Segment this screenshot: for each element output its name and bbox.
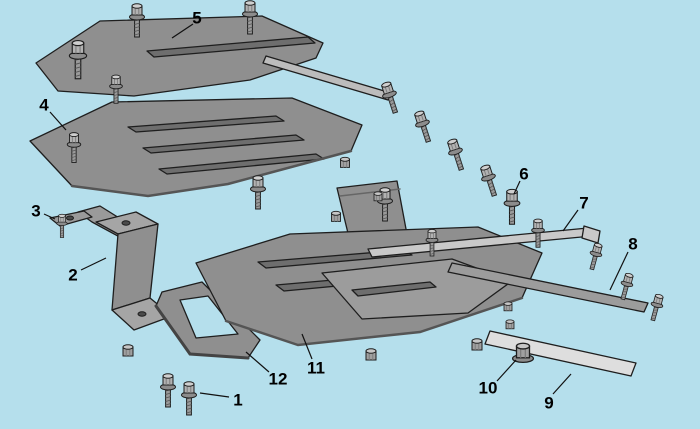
callout-leader-4 xyxy=(49,111,67,131)
bolt-icon xyxy=(480,164,498,197)
callout-label-9: 9 xyxy=(544,394,553,413)
flange-nut-icon xyxy=(511,342,535,363)
callout-leader-8 xyxy=(609,251,629,291)
nut-icon xyxy=(122,344,134,357)
bolt-icon xyxy=(68,39,88,80)
plate-5 xyxy=(35,15,324,97)
callout-label-10: 10 xyxy=(479,379,498,398)
callout-label-2: 2 xyxy=(68,266,77,285)
bracket-12-cutout xyxy=(179,295,239,339)
bolt-icon xyxy=(381,81,399,114)
nut-icon xyxy=(365,348,377,361)
nut-icon xyxy=(373,191,383,202)
bolt-icon xyxy=(503,188,521,225)
bolt-icon xyxy=(650,293,664,322)
plate-4-slot-b xyxy=(142,134,305,154)
bolt-icon xyxy=(620,272,634,301)
bolt-icon xyxy=(181,381,197,416)
bolt-icon xyxy=(589,242,603,271)
plate-4-slot-a xyxy=(127,115,285,133)
plate-11-overlay-slot xyxy=(351,281,437,297)
bolt-icon xyxy=(66,132,82,163)
callout-leader-1 xyxy=(199,392,230,398)
callout-leader-9 xyxy=(552,373,572,395)
bracket-2-web xyxy=(111,223,159,311)
bracket-12-base-edge xyxy=(154,304,250,360)
callout-leader-7 xyxy=(562,209,579,232)
bolt-icon xyxy=(425,229,439,257)
plate-11-edge xyxy=(224,296,524,347)
callout-label-8: 8 xyxy=(628,235,637,254)
bracket-2-hole-bottom xyxy=(137,311,147,317)
part-3-hole xyxy=(66,215,74,221)
callout-leader-12 xyxy=(245,351,270,373)
nut-icon xyxy=(331,210,341,222)
plate-5-slot xyxy=(146,36,316,58)
bolt-icon xyxy=(447,138,465,171)
plate-4-edge xyxy=(70,149,353,198)
bolt-icon xyxy=(250,175,266,210)
callout-leader-11 xyxy=(301,333,313,360)
callout-label-4: 4 xyxy=(39,96,49,115)
callout-label-3: 3 xyxy=(31,202,40,221)
bolt-icon xyxy=(56,213,68,238)
nut-icon xyxy=(340,156,350,168)
callout-leader-10 xyxy=(496,359,517,382)
bolt-icon xyxy=(531,218,545,248)
callout-label-5: 5 xyxy=(192,9,201,28)
callout-leader-3 xyxy=(43,213,56,220)
bolt-icon xyxy=(160,373,176,408)
bolt-icon xyxy=(242,0,258,35)
bolt-icon xyxy=(109,74,123,104)
strip-7-hook xyxy=(581,225,601,244)
callout-leader-6 xyxy=(513,180,521,195)
callout-label-6: 6 xyxy=(519,165,528,184)
callout-label-1: 1 xyxy=(233,391,242,410)
callout-label-12: 12 xyxy=(269,370,288,389)
callout-label-11: 11 xyxy=(307,359,325,378)
nut-icon xyxy=(503,301,513,312)
plate-5-rod xyxy=(262,55,392,101)
nut-icon xyxy=(471,338,483,351)
strip-8 xyxy=(447,262,649,313)
bolt-icon xyxy=(129,3,145,38)
bracket-2-hole-top xyxy=(121,220,131,226)
callout-leader-5 xyxy=(171,23,194,39)
strip-9 xyxy=(484,330,637,377)
callout-label-7: 7 xyxy=(579,194,588,213)
nut-icon xyxy=(505,319,515,330)
bolt-icon xyxy=(414,110,432,143)
callout-leader-2 xyxy=(80,257,107,271)
